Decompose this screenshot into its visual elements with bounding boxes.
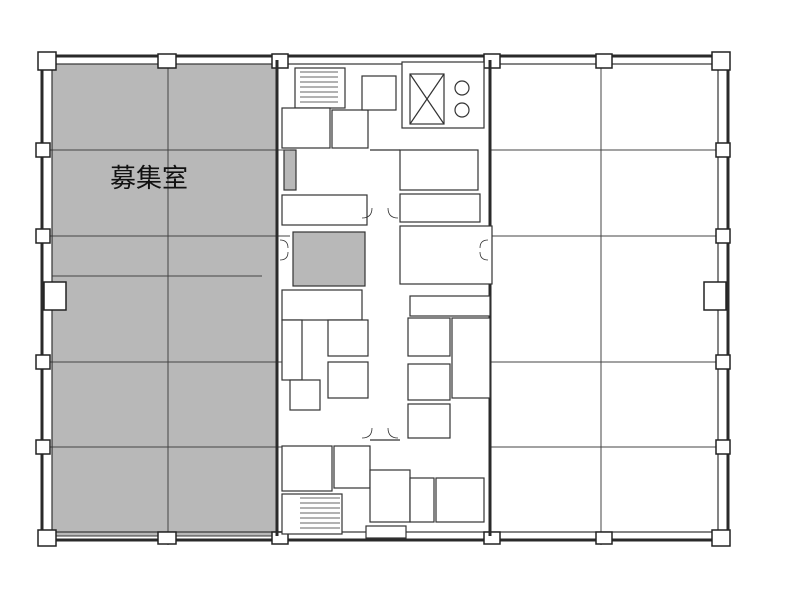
core-shaft-west-2: [283, 149, 297, 191]
door-swings: [279, 207, 489, 439]
stairs-north: [300, 71, 338, 103]
stairs-south: [300, 497, 340, 529]
available-room-area: [51, 63, 278, 537]
perimeter-columns: [35, 51, 731, 547]
central-core: [275, 60, 493, 539]
structural-grid: [40, 55, 730, 545]
core-shaft-west: [292, 231, 366, 287]
available-room-label: 募集室: [110, 164, 188, 194]
